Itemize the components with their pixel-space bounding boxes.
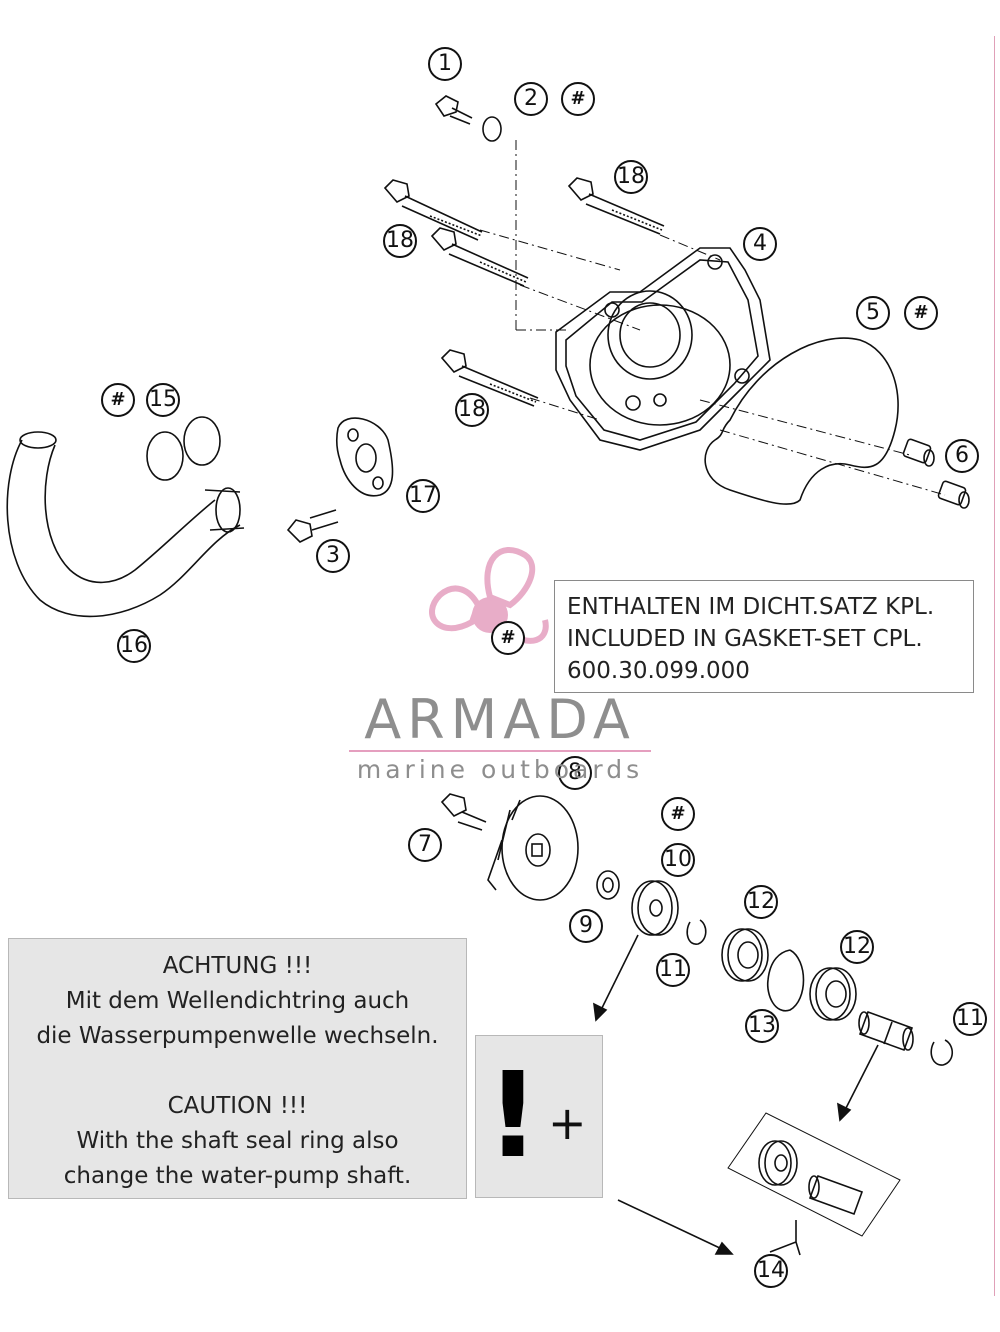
callout-hash: # xyxy=(904,296,938,330)
watermark: ARMADA marine outboards xyxy=(345,690,655,788)
part-9-washer xyxy=(596,870,620,900)
callout-18: 18 xyxy=(455,393,489,427)
callout-6: 6 xyxy=(945,439,979,473)
callout-hash-legend: # xyxy=(491,621,525,655)
callout-3: 3 xyxy=(316,539,350,573)
part-16-water-pipe xyxy=(6,431,245,618)
caution-title-de: ACHTUNG !!! xyxy=(162,953,313,979)
gasket-note-line-en: INCLUDED IN GASKET-SET CPL. xyxy=(567,626,923,652)
assembly-guide-lines xyxy=(479,140,946,496)
part-1-bolt xyxy=(434,95,473,125)
shaft-replacement-box: ! + xyxy=(475,1035,603,1198)
gasket-note-line-de: ENTHALTEN IM DICHT.SATZ KPL. xyxy=(567,594,935,620)
caution-text-de-2: die Wasserpumpenwelle wechseln. xyxy=(36,1023,439,1049)
part-12-bearing xyxy=(721,928,769,982)
part-18-long-screw xyxy=(440,349,539,407)
plus-icon: + xyxy=(548,1096,587,1150)
watermark-brand: ARMADA xyxy=(364,688,636,751)
callout-13: 13 xyxy=(745,1009,779,1043)
watermark-propeller-logo xyxy=(429,547,549,644)
part-18-long-screw xyxy=(383,179,483,241)
callout-18: 18 xyxy=(614,160,648,194)
water-pump-shaft xyxy=(858,1010,914,1052)
page-edge-rule xyxy=(994,36,995,1296)
part-18-long-screw xyxy=(567,177,665,235)
part-4-pump-cover xyxy=(555,247,771,451)
caution-text-de-1: Mit dem Wellendichtring auch xyxy=(65,988,410,1014)
part-2-washer xyxy=(482,116,502,142)
callout-9: 9 xyxy=(569,909,603,943)
part-15-o-ring xyxy=(146,431,184,481)
part-7-impeller-screw xyxy=(440,793,487,831)
part-3-bolt xyxy=(286,509,339,543)
part-15-o-ring xyxy=(183,416,221,466)
part-12-bearing xyxy=(809,967,857,1021)
part-17-flange-gasket xyxy=(335,417,394,497)
callout-hash: # xyxy=(101,383,135,417)
callout-hash: # xyxy=(561,82,595,116)
warning-exclamation-icon: ! xyxy=(486,1046,540,1184)
callout-11: 11 xyxy=(656,953,690,987)
part-18-long-screw xyxy=(430,227,529,287)
callout-17: 17 xyxy=(406,479,440,513)
part-6-dowel-sleeve xyxy=(902,438,970,509)
gasket-note-part-number: 600.30.099.000 xyxy=(567,658,750,684)
callout-7: 7 xyxy=(408,828,442,862)
part-11-circlip xyxy=(930,1039,954,1066)
callout-hash: # xyxy=(661,797,695,831)
callout-16: 16 xyxy=(117,629,151,663)
caution-text-en-1: With the shaft seal ring also xyxy=(76,1128,399,1154)
part-10-shaft-seal-ring xyxy=(631,880,679,936)
callout-4: 4 xyxy=(743,227,777,261)
caution-note: ACHTUNG !!! Mit dem Wellendichtring auch… xyxy=(8,938,467,1199)
callout-14: 14 xyxy=(754,1254,788,1288)
part-11-circlip xyxy=(686,919,707,945)
part-14-repair-kit xyxy=(727,1112,901,1256)
gasket-set-note: ENTHALTEN IM DICHT.SATZ KPL. INCLUDED IN… xyxy=(554,580,974,693)
callout-1: 1 xyxy=(428,47,462,81)
callout-12: 12 xyxy=(744,885,778,919)
part-13-snap-ring xyxy=(766,949,805,1012)
callout-15: 15 xyxy=(146,383,180,417)
callout-12: 12 xyxy=(840,930,874,964)
caution-text-en-2: change the water-pump shaft. xyxy=(63,1163,412,1189)
callout-5: 5 xyxy=(856,296,890,330)
callout-2: 2 xyxy=(514,82,548,116)
caution-title-en: CAUTION !!! xyxy=(167,1093,308,1119)
callout-18: 18 xyxy=(383,224,417,258)
watermark-divider xyxy=(349,750,651,752)
callout-11: 11 xyxy=(953,1002,987,1036)
callout-10: 10 xyxy=(661,843,695,877)
part-8-impeller xyxy=(487,795,579,901)
watermark-tagline: marine outboards xyxy=(356,755,644,784)
part-5-cover-gasket xyxy=(704,337,899,505)
callout-8: 8 xyxy=(558,756,592,790)
reference-arrows xyxy=(593,934,879,1255)
